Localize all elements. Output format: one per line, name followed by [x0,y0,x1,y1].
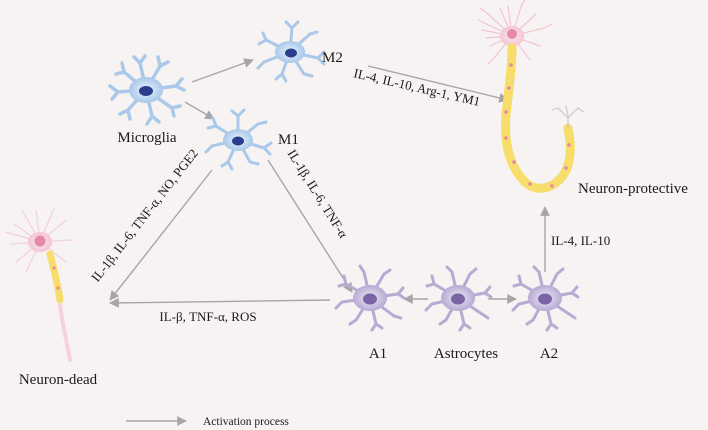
label-a2-cytokines: IL-4, IL-10 [551,233,610,248]
a2-cell [511,265,580,332]
label-m1-to-a1-cytokines: IL-1β, IL-6, TNF-α [285,147,351,241]
label-neuron-dead: Neuron-dead [19,372,98,388]
neuron-protective-cell [477,0,585,193]
neuron-dead-cell [5,207,73,362]
label-a1: A1 [369,346,387,362]
label-a2: A2 [540,346,558,362]
label-astrocytes: Astrocytes [434,346,498,362]
label-a1-to-dead-cytokines: IL-β, TNF-α, ROS [159,309,256,324]
arrow-a1-to-neuron-dead [109,297,331,308]
label-m2-cytokines: IL-4, IL-10, Arg-1, YM1 [352,65,481,109]
legend-label: Activation process [203,416,289,428]
arrow-microglia-to-m2 [191,58,254,83]
arrow-m2-to-neuron-protective [367,65,509,103]
labels: Microglia M2 M1 A1 Astrocytes A2 Neuron-… [19,50,688,428]
label-m1: M1 [278,132,299,148]
label-neuron-protective: Neuron-protective [578,181,688,197]
arrows [109,58,550,426]
a1-cell [334,264,406,332]
label-m2: M2 [322,50,343,66]
m2-cell [256,20,326,83]
microglia-cell [108,54,186,126]
label-m1-to-dead-cytokines: IL-1β, IL-6, TNF-α, NO, PGE2 [88,146,201,285]
arrow-microglia-to-m1 [184,101,215,120]
m1-cell [204,108,273,171]
arrow-m1-to-a1 [267,159,353,293]
label-microglia: Microglia [117,130,176,146]
arrow-m1-to-neuron-dead [109,169,213,301]
astrocytes-cell [424,265,493,332]
